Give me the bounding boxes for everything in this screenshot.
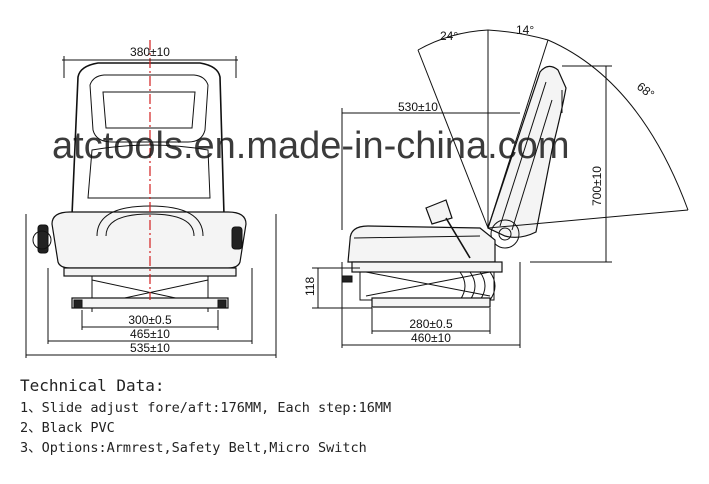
front-headrest-panel <box>89 74 209 143</box>
side-recline-pivot <box>490 219 520 249</box>
dim-front-overall-width: 535±10 <box>130 341 170 355</box>
dim-side-depth: 530±10 <box>398 100 438 114</box>
dim-side-suspension-height: 118 <box>303 277 317 296</box>
front-seat-cushion <box>51 211 247 269</box>
side-seat-cushion <box>347 225 496 263</box>
angle-back-recline: 68° <box>634 79 657 101</box>
notes-heading: Technical Data: <box>20 376 165 395</box>
notes-item: 3、Options:Armrest,Safety Belt,Micro Swit… <box>20 440 367 456</box>
front-dimension-lines <box>25 56 277 358</box>
side-angle-construction <box>417 29 689 229</box>
side-view: 530±10 700±10 118 280±0.5 460±10 24° 14°… <box>303 23 689 348</box>
technical-data-notes: Technical Data: 1、Slide adjust fore/aft:… <box>20 376 391 458</box>
side-dimension-lines <box>312 65 612 348</box>
side-bellows <box>459 271 496 301</box>
front-view: 380±10 300±0.5 465±10 535±10 <box>25 40 277 358</box>
dim-front-top-width: 380±10 <box>130 45 170 59</box>
side-adjust-lever <box>425 199 453 225</box>
front-right-handle <box>231 226 243 250</box>
side-seat-pan <box>351 261 503 273</box>
notes-item: 1、Slide adjust fore/aft:176MM, Each step… <box>20 400 392 416</box>
notes-item: 2、Black PVC <box>20 420 115 436</box>
watermark-text: atctools.en.made-in-china.com <box>52 125 569 167</box>
angle-back-upright: 14° <box>516 23 534 37</box>
side-rail <box>371 297 491 308</box>
dim-side-base-length: 460±10 <box>411 331 451 345</box>
dim-side-height: 700±10 <box>590 166 604 206</box>
dim-front-rail-width: 300±0.5 <box>128 313 172 327</box>
angle-back-forward: 24° <box>440 29 458 43</box>
dim-front-base-width: 465±10 <box>130 327 170 341</box>
dim-side-rail-length: 280±0.5 <box>409 317 453 331</box>
